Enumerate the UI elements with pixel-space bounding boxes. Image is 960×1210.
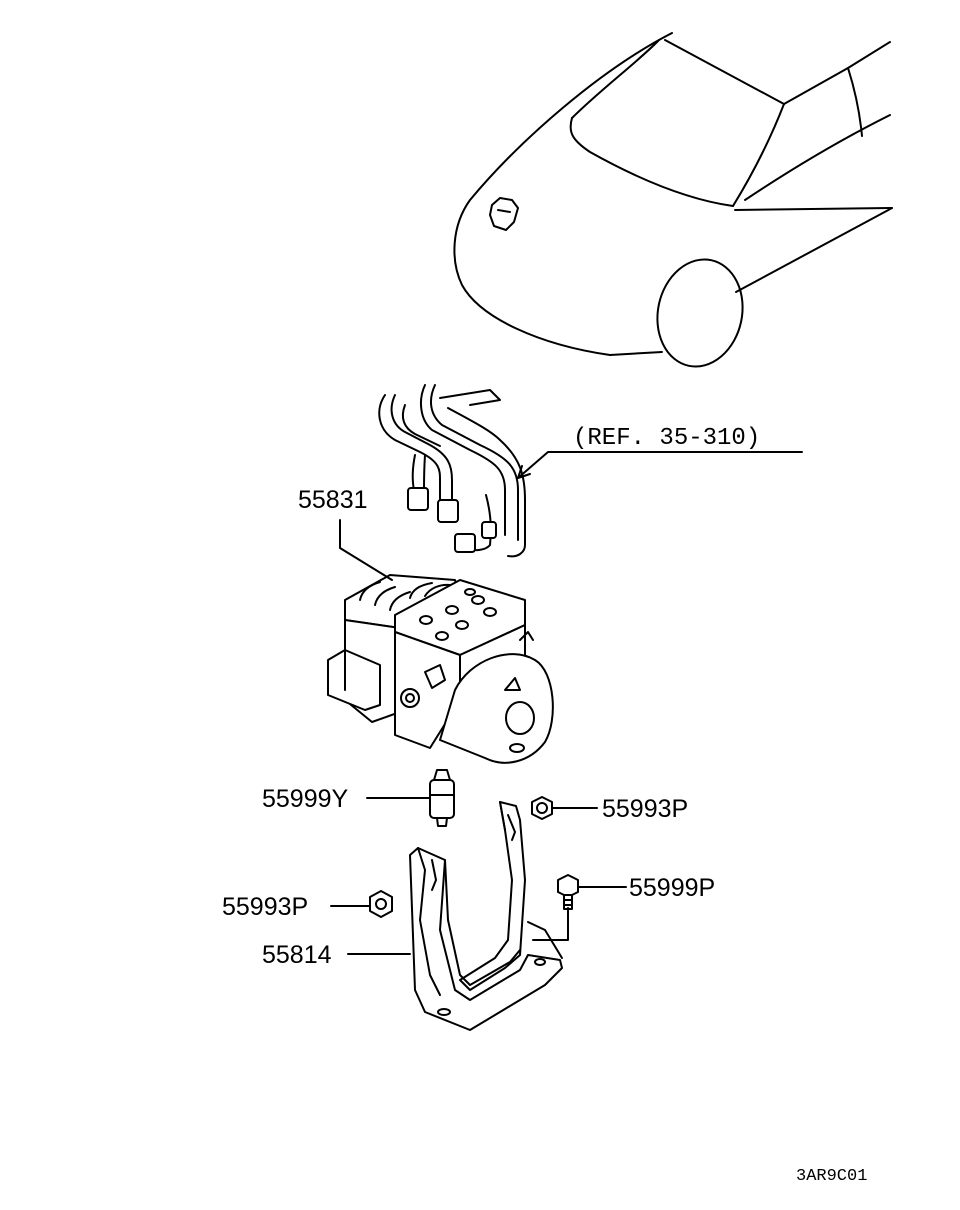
part-label-55831: 55831	[298, 486, 368, 514]
part-label-55993P-right: 55993P	[602, 795, 688, 823]
leader-lines	[330, 451, 803, 955]
nut-55993P-left	[369, 890, 393, 918]
part-label-55999P: 55999P	[629, 874, 715, 902]
part-label-55999Y: 55999Y	[262, 785, 349, 813]
nut-55993P-right	[531, 796, 553, 820]
part-label-55993P-left: 55993P	[222, 893, 308, 921]
brake-pipes	[378, 384, 526, 558]
bolt-55999P	[557, 874, 579, 910]
abs-modulator	[327, 574, 554, 764]
car-outline	[453, 32, 893, 368]
spacer-55999Y	[429, 769, 455, 827]
diagram-code: 3AR9C01	[796, 1167, 867, 1186]
bracket-55814	[409, 801, 563, 1031]
ref-label: (REF. 35-310)	[573, 425, 760, 452]
part-label-55814: 55814	[262, 941, 332, 969]
